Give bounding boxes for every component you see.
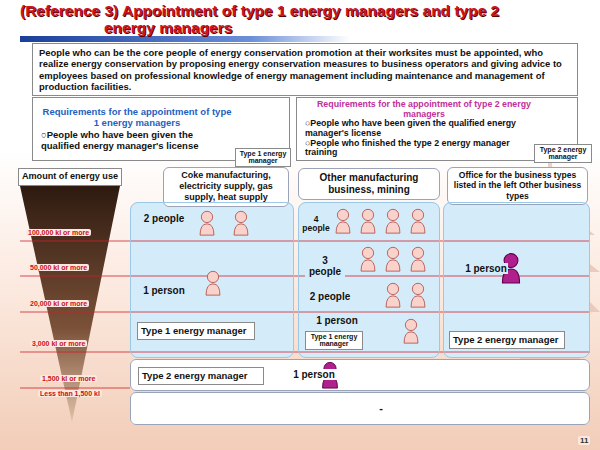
- text-wrap: Amount of energy use: [21, 171, 119, 182]
- intro-box: People who can be the core people of ene…: [32, 43, 578, 96]
- box-text: Type 1 energy manager: [141, 325, 251, 336]
- manager-tag: Type 2 energy manager: [449, 331, 565, 349]
- box-text: Type 2 energy manager: [453, 334, 561, 345]
- text-wrap: Requirements for the appointment of type…: [41, 106, 233, 152]
- count-label: -: [371, 402, 391, 414]
- panel-fill: [443, 202, 590, 358]
- threshold-label: 50,000 kl or more: [28, 264, 89, 271]
- panel-fill: [298, 202, 440, 358]
- manager-tag: Type 1 energy manager: [305, 331, 363, 350]
- column-header: Office for the business types listed in …: [447, 167, 588, 205]
- slide-title: (Reference 3) Appointment of type 1 ener…: [20, 2, 540, 36]
- box-text: Other manufacturing business, mining: [302, 172, 436, 196]
- category-panel: 2 people 1 personType 1 energy manager: [130, 202, 294, 358]
- count-label: 3 people: [305, 255, 345, 277]
- threshold-label: 20,000 kl or more: [28, 300, 89, 307]
- threshold-band: -: [130, 392, 590, 425]
- text-wrap: Office for the business types listed in …: [451, 170, 584, 201]
- box-text: People who can be the core people of ene…: [39, 47, 571, 92]
- box-text: ○People who have been given the qualifie…: [305, 119, 543, 138]
- axis-header: Amount of energy use: [18, 168, 122, 186]
- category-panel: 4 people 3 people 2 people 1 personType 1 e…: [298, 202, 440, 358]
- box-text: Amount of energy use: [21, 171, 119, 182]
- threshold-label: Less than 1,500 kl: [38, 390, 102, 397]
- icon-caption: Type 2 energy manager: [534, 144, 592, 163]
- icon-caption: Type 1 energy manager: [235, 148, 291, 167]
- threshold-label: 1,500 kl or more: [40, 375, 97, 382]
- box-heading: Requirements for the appointment of type…: [305, 100, 543, 119]
- text-wrap: Type 2 energy manager: [142, 370, 260, 381]
- text-wrap: Type 1 energy manager: [141, 325, 251, 336]
- box-text: Coke manufacturing, electricity supply, …: [167, 170, 285, 202]
- box-text: Office for the business types listed in …: [451, 170, 584, 201]
- panel-fill: [130, 202, 294, 358]
- column-header: Coke manufacturing, electricity supply, …: [163, 167, 289, 207]
- box-text: Type 2 energy manager: [142, 370, 260, 381]
- page-number: 11: [578, 436, 590, 445]
- count-label: 1 person: [291, 369, 337, 380]
- threshold-label: 3,000 kl or more: [30, 340, 87, 347]
- count-label: 1 person: [315, 315, 359, 326]
- text-wrap: Requirements for the appointment of type…: [305, 100, 543, 158]
- category-panel: 1 personType 2 energy manager: [443, 202, 590, 358]
- count-label: 1 person: [141, 285, 187, 296]
- column-header: Other manufacturing business, mining: [298, 168, 440, 200]
- text-wrap: Type 1 energy manager: [308, 333, 360, 348]
- text-wrap: People who can be the core people of ene…: [39, 47, 571, 92]
- title-bar: [20, 36, 350, 42]
- count-label: 1 person: [464, 263, 508, 274]
- threshold-label: 100,000 kl or more: [26, 229, 91, 236]
- box-text: ○People who finished the type 2 energy m…: [305, 139, 543, 158]
- manager-tag: Type 1 energy manager: [137, 322, 255, 340]
- box-text: Type 1 energy manager: [308, 333, 360, 348]
- band-fill: [130, 392, 590, 425]
- count-label: 4 people: [301, 215, 331, 234]
- box-heading: Requirements for the appointment of type…: [41, 106, 233, 129]
- count-label: 2 people: [143, 213, 185, 224]
- text-wrap: Coke manufacturing, electricity supply, …: [167, 170, 285, 202]
- threshold-band: 1 person Type 2 energy manager: [130, 359, 590, 391]
- energy-funnel: [20, 186, 120, 422]
- manager-tag: Type 2 energy manager: [138, 367, 264, 385]
- text-wrap: Type 2 energy manager: [453, 334, 561, 345]
- text-wrap: Other manufacturing business, mining: [302, 172, 436, 196]
- band-fill: [130, 359, 590, 391]
- threshold-lines: [20, 241, 590, 388]
- box-text: ○People who have been given the qualifie…: [41, 129, 233, 152]
- count-label: 2 people: [309, 291, 351, 302]
